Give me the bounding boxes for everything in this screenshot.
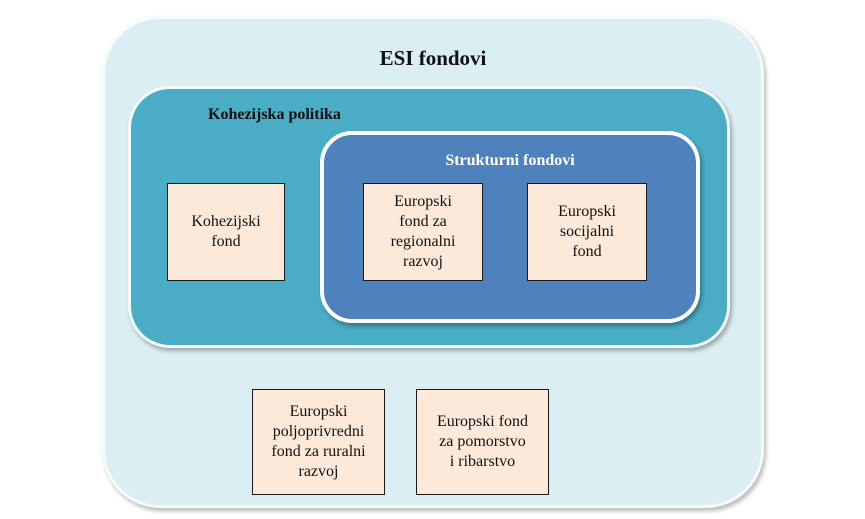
esi-funds-title: ESI fondovi (379, 46, 487, 70)
cohesion-fund-box: Kohezijski fond (167, 183, 285, 281)
regional-development-fund-box: Europski fond za regionalni razvoj (363, 183, 483, 281)
cohesion-policy-title: Kohezijska politika (208, 106, 341, 123)
agricultural-rural-fund-box: Europski poljoprivredni fond za ruralni … (252, 389, 385, 495)
maritime-fisheries-fund-box: Europski fond za pomorstvo i ribarstvo (416, 389, 549, 495)
social-fund-box: Europski socijalni fond (527, 183, 647, 281)
structural-funds-title: Strukturni fondovi (445, 152, 575, 169)
